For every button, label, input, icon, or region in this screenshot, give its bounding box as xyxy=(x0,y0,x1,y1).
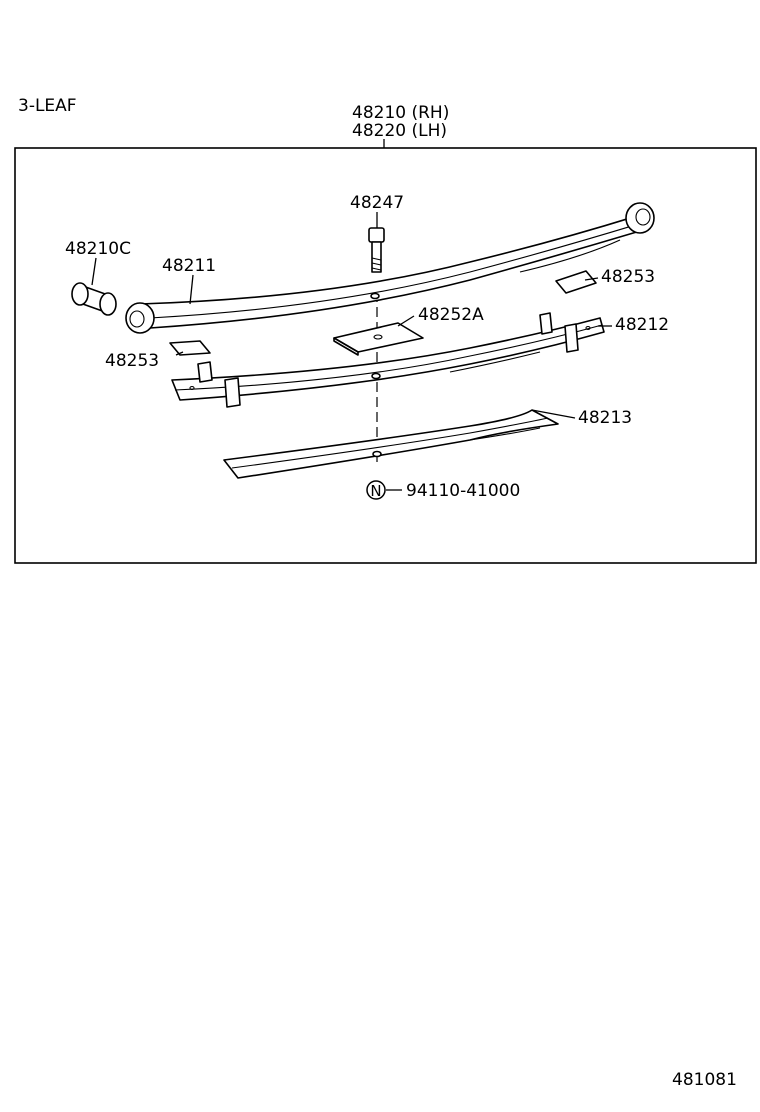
assembly-part-lh: 48220 (LH) xyxy=(352,121,447,141)
leader-main-leaf xyxy=(189,274,194,305)
figure-id: 481081 xyxy=(672,1070,737,1090)
main-leaf xyxy=(125,202,655,334)
leader-spacer-plate xyxy=(397,315,415,327)
liner-right xyxy=(555,270,597,294)
callout-liner-left: 48253 xyxy=(105,351,159,371)
callout-liner-right: 48253 xyxy=(601,267,655,287)
callout-spacer-plate: 48252A xyxy=(418,305,484,325)
callout-second-leaf: 48212 xyxy=(615,315,669,335)
nut-symbol xyxy=(366,480,386,500)
bushing xyxy=(71,282,117,316)
third-leaf xyxy=(223,409,559,479)
leader-third-leaf xyxy=(531,409,576,419)
spacer-plate xyxy=(333,322,424,356)
liner-left xyxy=(169,340,211,356)
second-leaf-clip-left xyxy=(197,361,213,383)
variant-label: 3-LEAF xyxy=(18,96,77,116)
second-leaf xyxy=(171,312,605,408)
leader-liner-right xyxy=(584,277,599,281)
assembly-frame xyxy=(14,147,757,564)
center-bolt xyxy=(368,227,385,273)
callout-third-leaf: 48213 xyxy=(578,408,632,428)
second-leaf-clip-right xyxy=(539,312,553,335)
leader-bushing xyxy=(91,257,97,286)
leader-liner-left xyxy=(175,351,184,356)
callout-bolt: 48247 xyxy=(350,193,404,213)
callout-bushing: 48210C xyxy=(65,239,131,259)
callout-nut: 94110-41000 xyxy=(406,481,520,501)
assembly-part-rh: 48210 (RH) xyxy=(352,103,449,123)
nut-symbol-letter: N xyxy=(370,482,381,500)
callout-main-leaf: 48211 xyxy=(162,256,216,276)
